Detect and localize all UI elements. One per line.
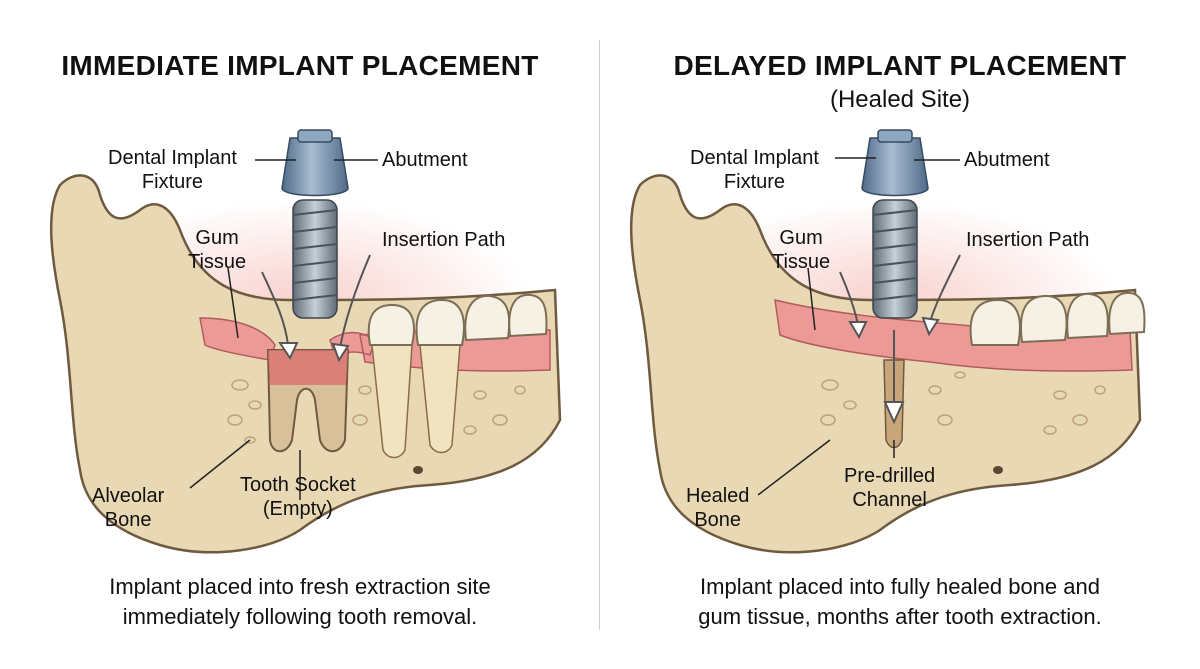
label-alveolar-bone: Alveolar Bone	[92, 484, 164, 532]
label-insertion-path: Insertion Path	[966, 229, 1090, 251]
panel-divider	[599, 40, 600, 630]
label-line: Tissue	[772, 251, 831, 273]
abutment	[281, 137, 349, 197]
implant-fixture-screw	[292, 199, 338, 319]
adjacent-tooth-root	[371, 344, 413, 459]
label-pre-drilled-channel: Pre-drilled Channel	[844, 464, 935, 512]
teeth	[367, 293, 548, 346]
label-line: Dental Implant	[108, 147, 237, 169]
implant-threads	[292, 209, 338, 301]
label-tooth-socket: Tooth Socket (Empty)	[240, 473, 356, 521]
page-subtitle: (Healed Site)	[829, 86, 971, 113]
spongy-bone	[820, 371, 1106, 435]
label-line: Fixture	[141, 171, 204, 193]
abutment-top	[877, 129, 913, 143]
delayed-placement-panel: DELAYED IMPLANT PLACEMENT (Healed Site) …	[600, 0, 1200, 669]
label-abutment: Abutment	[382, 149, 468, 171]
caption: Implant placed into fully healed bone an…	[600, 572, 1200, 632]
implant	[861, 129, 929, 319]
page-title: DELAYED IMPLANT PLACEMENT	[673, 50, 1127, 81]
label-line: Channel	[852, 489, 927, 511]
spongy-bone	[227, 379, 526, 444]
label-insertion-path: Insertion Path	[382, 229, 506, 251]
label-dental-implant-fixture: Dental Implant Fixture	[690, 146, 819, 194]
label-line: Bone	[694, 509, 742, 531]
implant	[281, 129, 349, 319]
caption-line: immediately following tooth removal.	[122, 604, 478, 629]
mental-foramen	[993, 466, 1003, 474]
caption-line: Implant placed into fresh extraction sit…	[109, 574, 491, 599]
immediate-placement-panel: IMMEDIATE IMPLANT PLACEMENT Dental Impla…	[0, 50, 600, 632]
abutment	[861, 137, 929, 197]
caption: Implant placed into fresh extraction sit…	[0, 572, 600, 632]
page-title: IMMEDIATE IMPLANT PLACEMENT	[61, 50, 539, 81]
insertion-arrows	[261, 254, 371, 363]
label-gum-tissue: Gum Tissue	[772, 226, 830, 274]
label-dental-implant-fixture: Dental Implant Fixture	[108, 146, 237, 194]
label-healed-bone: Healed Bone	[686, 484, 749, 532]
leader-lines	[757, 157, 960, 496]
socket-gum-rim	[268, 350, 348, 385]
teeth	[969, 291, 1146, 346]
label-line: Pre-drilled	[844, 465, 936, 487]
mental-foramen	[413, 466, 423, 474]
label-line: (Empty)	[262, 498, 333, 520]
label-line: Bone	[104, 509, 152, 531]
caption-line: gum tissue, months after tooth extractio…	[698, 604, 1102, 629]
label-line: Fixture	[723, 171, 786, 193]
label-line: Tissue	[188, 251, 247, 273]
label-line: Gum	[779, 227, 823, 249]
label-line: Alveolar	[92, 485, 165, 507]
delayed-jaw-illustration	[629, 129, 1146, 554]
insertion-arrows	[839, 254, 961, 425]
label-abutment: Abutment	[964, 149, 1050, 171]
adjacent-tooth-root-2	[419, 344, 461, 454]
implant-fixture-screw	[872, 199, 918, 319]
immediate-jaw-illustration	[49, 129, 562, 554]
implant-threads	[872, 209, 918, 301]
label-line: Tooth Socket	[240, 474, 356, 496]
caption-line: Implant placed into fully healed bone an…	[700, 574, 1100, 599]
abutment-top	[297, 129, 333, 143]
label-gum-tissue: Gum Tissue	[188, 226, 246, 274]
label-line: Gum	[195, 227, 239, 249]
label-line: Dental Implant	[690, 147, 819, 169]
label-line: Healed	[686, 485, 750, 507]
leader-lines	[189, 159, 378, 500]
gum-tissue	[774, 299, 1133, 372]
